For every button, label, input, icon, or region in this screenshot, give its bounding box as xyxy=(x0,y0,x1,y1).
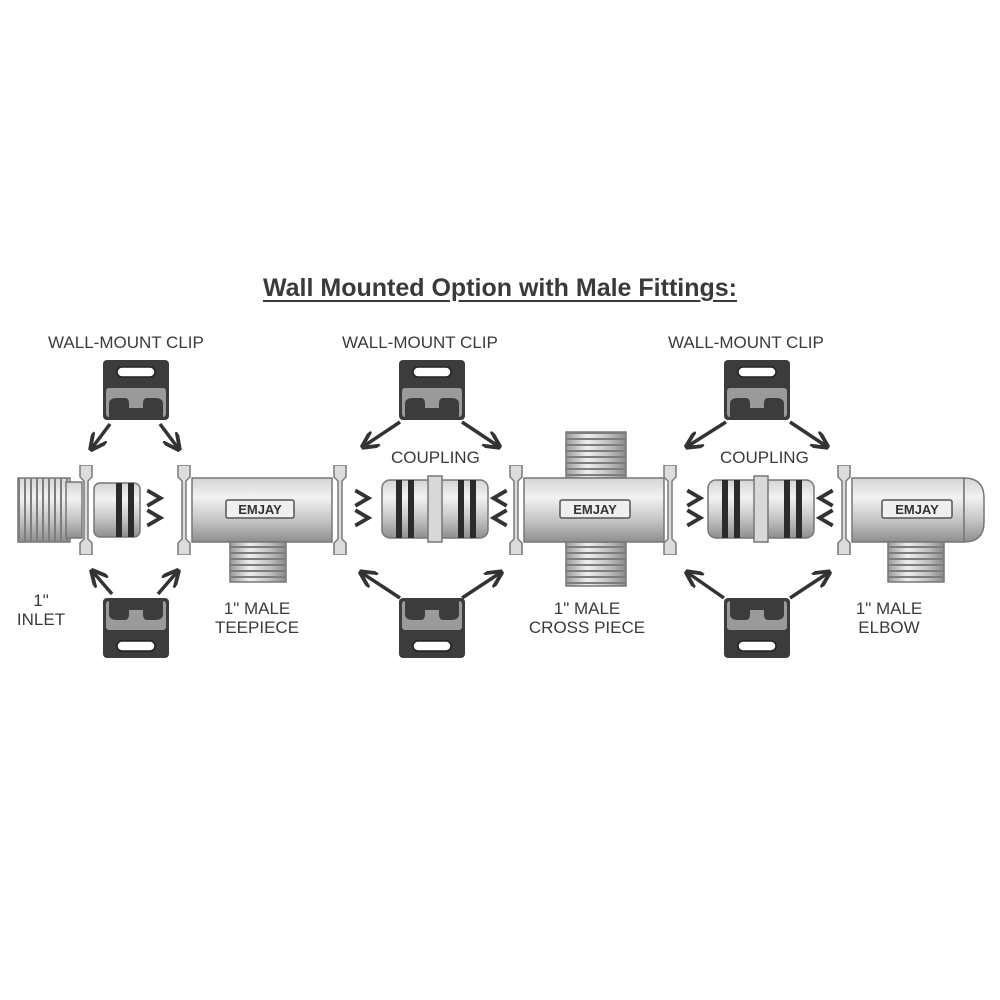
elbow-fitting: EMJAY xyxy=(837,465,985,583)
push-arrows-5 xyxy=(817,488,835,528)
push-arrows-4 xyxy=(685,488,703,528)
clip-label-2: WALL-MOUNT CLIP xyxy=(342,333,498,352)
teepiece-label-line1: 1" MALE xyxy=(223,599,291,618)
crosspiece-label-line2: CROSS PIECE xyxy=(528,618,646,637)
teepiece-fitting: EMJAY xyxy=(177,465,347,583)
wall-mount-clip-bottom-3 xyxy=(724,598,790,658)
push-arrows-2 xyxy=(353,488,371,528)
inlet-label-line1: 1" xyxy=(33,591,49,610)
arrows xyxy=(92,420,828,600)
clip-label-1: WALL-MOUNT CLIP xyxy=(48,333,204,352)
wall-mount-clip-top-2 xyxy=(399,360,465,420)
wall-mount-clip-bottom-2 xyxy=(399,598,465,658)
elbow-label: 1" MALE ELBOW xyxy=(846,599,932,637)
crosspiece-fitting: EMJAY xyxy=(509,431,677,587)
wall-mount-clip-top-3 xyxy=(724,360,790,420)
inlet-label-line2: INLET xyxy=(16,610,66,629)
clip-label-3: WALL-MOUNT CLIP xyxy=(668,333,824,352)
wall-mount-clip-top-1 xyxy=(103,360,169,420)
teepiece-label-line2: TEEPIECE xyxy=(214,618,300,637)
elbow-label-line1: 1" MALE xyxy=(855,599,923,618)
diagram-title: Wall Mounted Option with Male Fittings: xyxy=(262,274,737,302)
emjay-mark-3: EMJAY xyxy=(895,502,939,517)
push-arrows-3 xyxy=(491,488,509,528)
wall-mount-clip-bottom-1 xyxy=(103,598,169,658)
emjay-mark-2: EMJAY xyxy=(573,502,617,517)
crosspiece-label: 1" MALE CROSS PIECE xyxy=(512,599,662,637)
crosspiece-label-line1: 1" MALE xyxy=(553,599,621,618)
teepiece-label: 1" MALE TEEPIECE xyxy=(195,599,319,637)
inlet-label: 1" INLET xyxy=(10,591,72,629)
coupling-fitting-2 xyxy=(707,475,815,543)
push-arrows-1 xyxy=(145,488,163,528)
emjay-mark-1: EMJAY xyxy=(238,502,282,517)
coupling-fitting-1 xyxy=(381,475,489,543)
elbow-label-line2: ELBOW xyxy=(858,618,920,637)
coupling-label-2: COUPLING xyxy=(720,448,809,467)
inlet-fitting xyxy=(17,465,141,555)
coupling-label-1: COUPLING xyxy=(391,448,480,467)
